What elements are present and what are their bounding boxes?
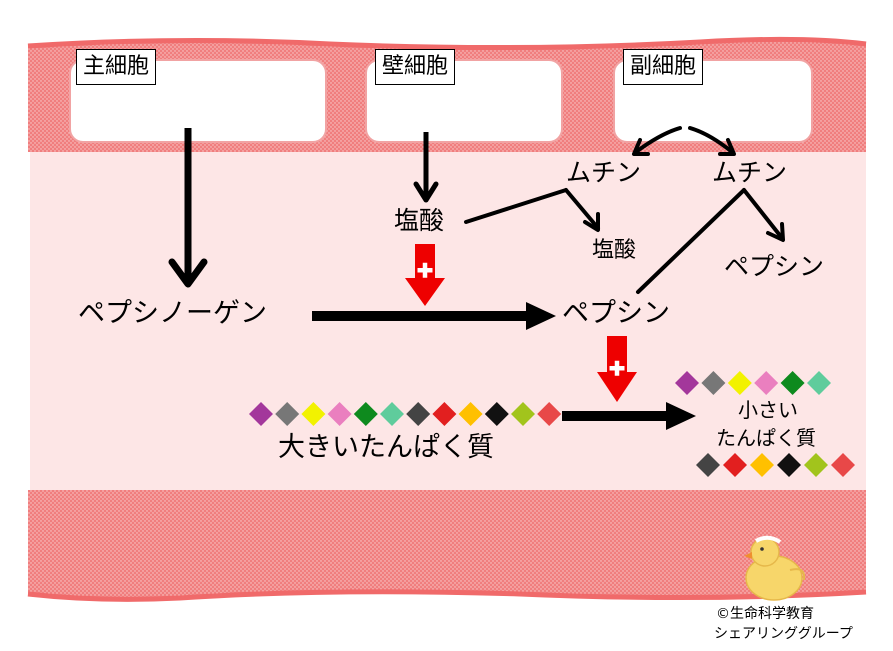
pepsinogen-label: ペプシノーゲン <box>78 298 267 329</box>
amino-acid-diamond <box>675 371 699 395</box>
chick-mascot-icon <box>744 535 806 601</box>
small-protein-label-line2: たんぱく質 <box>716 426 816 450</box>
amino-acid-diamond <box>537 402 562 426</box>
amino-acid-diamond <box>701 371 726 395</box>
amino-acid-diamond <box>327 402 352 426</box>
amino-acid-diamond <box>406 402 431 426</box>
chief-cell-label: 主細胞 <box>76 49 157 85</box>
amino-acid-diamond <box>807 371 831 395</box>
amino-acid-diamond <box>723 453 747 477</box>
amino-acid-diamond <box>780 371 805 395</box>
amino-acid-diamond <box>249 402 273 426</box>
small-protein-label-line1: 小さい <box>738 398 798 422</box>
mucin-right-label: ムチン <box>712 158 788 187</box>
amino-acid-diamond <box>831 453 855 477</box>
credit-line1: ©生命科学教育 <box>716 606 814 622</box>
amino-acid-diamond <box>380 402 404 426</box>
promote-arrow-pepsin <box>597 336 637 402</box>
amino-acid-diamond <box>353 402 378 426</box>
hcl-mucin-reaction-arrow <box>464 188 600 232</box>
small-protein-chain-lower <box>696 453 855 477</box>
mucin-left-label: ムチン <box>566 158 642 187</box>
credit-line2: シェアリンググループ <box>714 626 853 642</box>
amino-acid-diamond <box>727 371 752 395</box>
amino-acid-diamond <box>301 402 326 426</box>
hcl-label: 塩酸 <box>394 206 445 235</box>
parietal-cell-label: 壁細胞 <box>375 49 456 85</box>
accessory-cell-label: 副細胞 <box>623 49 704 85</box>
amino-acid-diamond <box>458 402 483 426</box>
amino-acid-diamond <box>696 453 720 477</box>
pepsin-label: ペプシン <box>562 298 670 329</box>
large-protein-label: 大きいたんぱく質 <box>278 432 494 463</box>
promote-arrow-hcl <box>405 244 445 306</box>
neutralized-hcl-label: 塩酸 <box>592 238 637 263</box>
amino-acid-diamond <box>750 453 774 477</box>
pepsin-mucin-reaction-arrow <box>636 188 785 294</box>
secretion-arrows-mucin <box>632 126 736 156</box>
amino-acid-diamond <box>777 453 801 477</box>
amino-acid-diamond <box>511 402 535 426</box>
amino-acid-diamond <box>484 402 509 426</box>
neutralized-pepsin-label: ペプシン <box>724 252 825 281</box>
amino-acid-diamond <box>432 402 457 426</box>
small-protein-chain-upper <box>675 371 831 395</box>
amino-acid-diamond <box>275 402 300 426</box>
amino-acid-diamond <box>804 453 828 477</box>
lower-epithelium <box>28 490 866 600</box>
amino-acid-diamond <box>754 371 779 395</box>
large-protein-chain <box>249 402 562 426</box>
